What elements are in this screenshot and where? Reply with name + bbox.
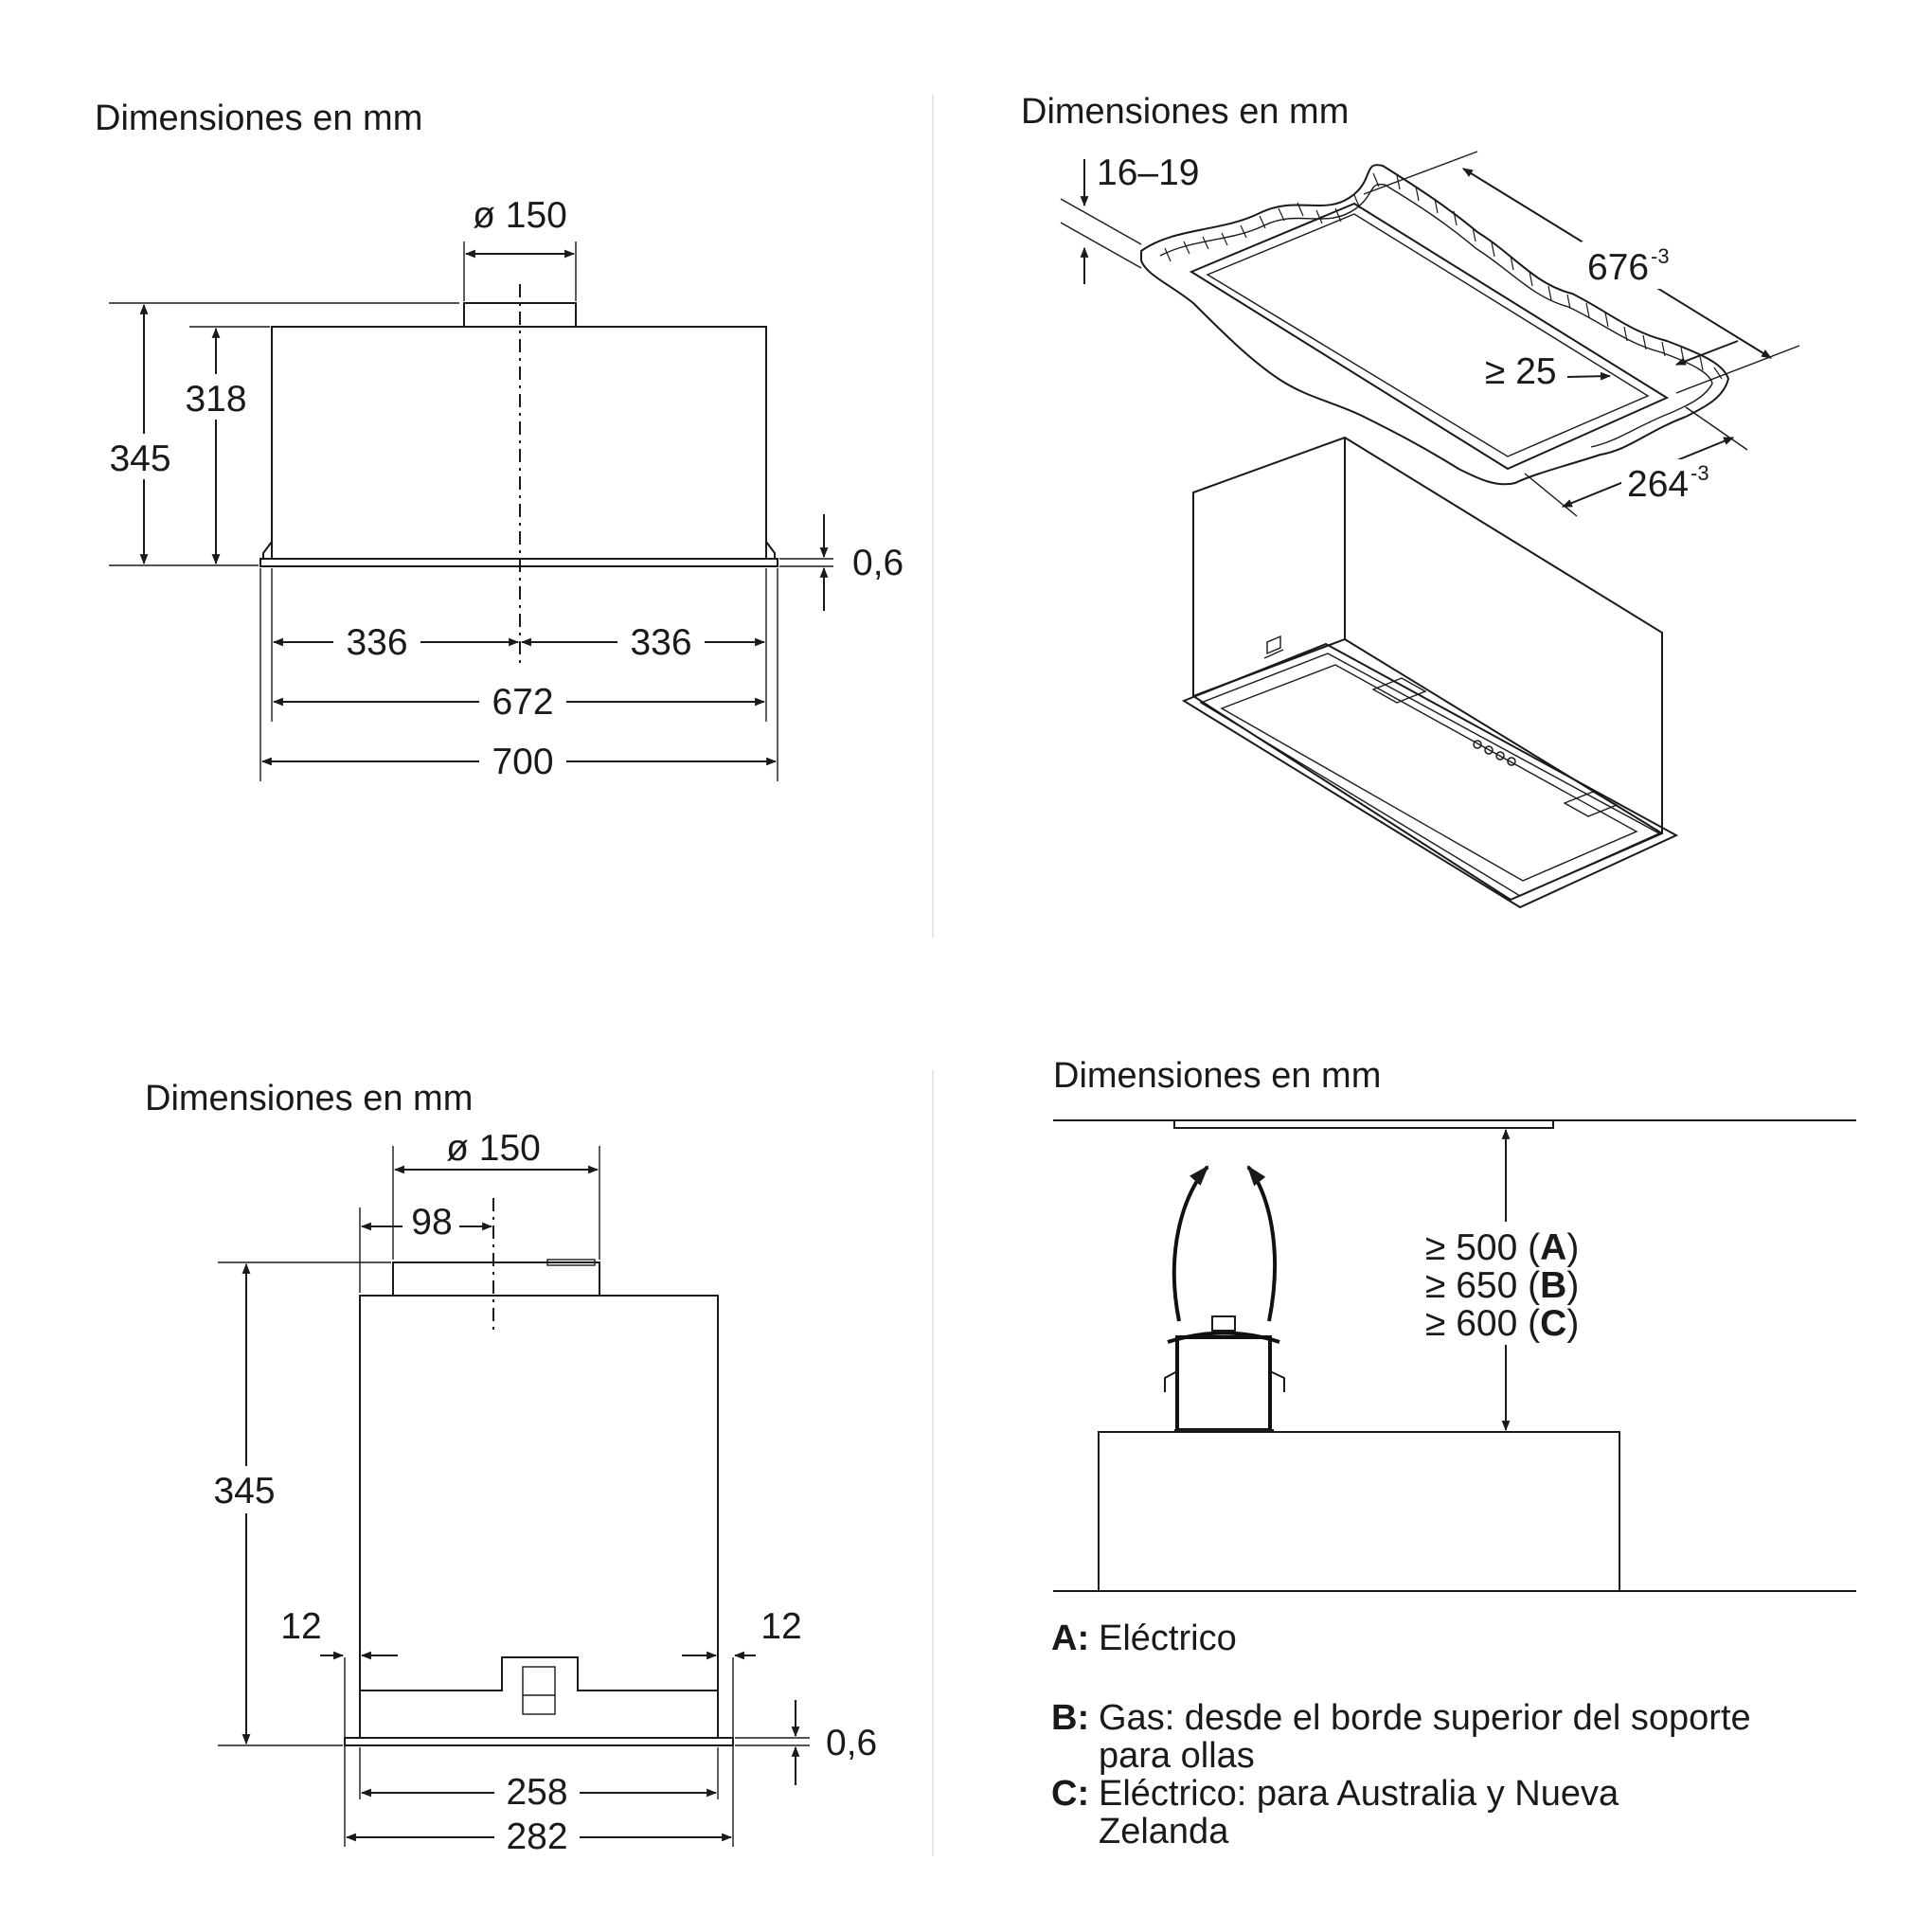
panel-front-view: Dimensiones en mm ø 150 345 318 0, [95, 98, 903, 782]
legend-key-a: A: [1051, 1619, 1089, 1658]
panel-side-view: Dimensiones en mm ø 150 98 345 [145, 1079, 877, 1857]
panel-isometric-view: Dimensiones en mm 1 [1021, 92, 1800, 909]
clearance-c: ≥ 600 (C) [1425, 1303, 1579, 1344]
legend-text-b-line1: Gas: desde el borde superior del soporte [1099, 1698, 1751, 1738]
hood-frame [344, 1737, 734, 1746]
dim-frame-thickness-label: 0,6 [826, 1723, 877, 1763]
cooktop [1098, 1431, 1620, 1592]
dim-cutout-width-tol: -3 [1690, 461, 1709, 485]
panel-heading: Dimensiones en mm [1021, 92, 1349, 132]
pot-icon [1164, 1315, 1285, 1432]
dim-cutout-width-label: 264 [1627, 464, 1689, 505]
dim-height-total-label: 345 [213, 1471, 275, 1512]
dim-half-right-label: 336 [630, 622, 691, 663]
dim-diameter-label: ø 150 [446, 1128, 541, 1169]
dim-side-right-label: 12 [760, 1606, 801, 1647]
dim-diameter-label: ø 150 [473, 195, 567, 236]
duct-collar [392, 1261, 600, 1297]
clearance-b: ≥ 650 (B) [1425, 1265, 1579, 1306]
dim-half-left-label: 336 [346, 622, 407, 663]
dim-min-edge-label: ≥ 25 [1485, 351, 1557, 392]
dim-body-depth-label: 258 [506, 1772, 567, 1813]
dim-frame-thickness-label: 0,6 [852, 543, 903, 583]
dim-total-depth-label: 282 [506, 1816, 567, 1857]
dim-height-body-label: 318 [185, 379, 246, 420]
legend-text-b-line2: para ollas [1099, 1736, 1255, 1776]
dim-total-width-label: 700 [492, 742, 553, 782]
frame-clip [765, 541, 776, 559]
legend-text-c-line1: Eléctrico: para Australia y Nueva [1099, 1774, 1619, 1814]
frame-clip [262, 541, 273, 559]
legend-key-c: C: [1051, 1774, 1089, 1814]
legend: A: Eléctrico B: Gas: desde el borde supe… [1051, 1619, 1751, 1852]
dim-cutout-length-tol: -3 [1651, 244, 1670, 268]
dim-cutout-length-label: 676 [1587, 247, 1649, 288]
panel-clearance: Dimensiones en mm ≥ 500 (A) ≥ 650 (B) ≥ … [1051, 1056, 1856, 1852]
panel-heading: Dimensiones en mm [145, 1079, 473, 1118]
dim-body-width-label: 672 [492, 682, 553, 723]
dim-offset-label: 98 [411, 1202, 452, 1243]
steam-arrow-icon [1172, 1165, 1209, 1322]
cabinet-board-inner [1159, 183, 1713, 448]
dim-side-left-label: 12 [280, 1606, 321, 1647]
dim-line [1674, 340, 1739, 366]
legend-key-b: B: [1051, 1698, 1089, 1738]
clearance-a: ≥ 500 (A) [1425, 1227, 1579, 1268]
board-cutout [1189, 202, 1670, 471]
hood-underside [1173, 1119, 1554, 1129]
legend-text-c-line2: Zelanda [1099, 1812, 1229, 1852]
panel-heading: Dimensiones en mm [1053, 1056, 1381, 1096]
dim-height-total-label: 345 [109, 438, 170, 479]
hood-body [359, 1295, 719, 1739]
steam-arrow-icon [1246, 1165, 1278, 1322]
legend-text-a: Eléctrico [1099, 1619, 1237, 1658]
filter-handle [360, 1656, 718, 1691]
dim-board-thickness-label: 16–19 [1097, 152, 1199, 193]
dim-line [1566, 371, 1612, 381]
panel-heading: Dimensiones en mm [95, 98, 422, 138]
cabinet-board [1140, 164, 1730, 486]
hood-isometric [1181, 436, 1679, 909]
